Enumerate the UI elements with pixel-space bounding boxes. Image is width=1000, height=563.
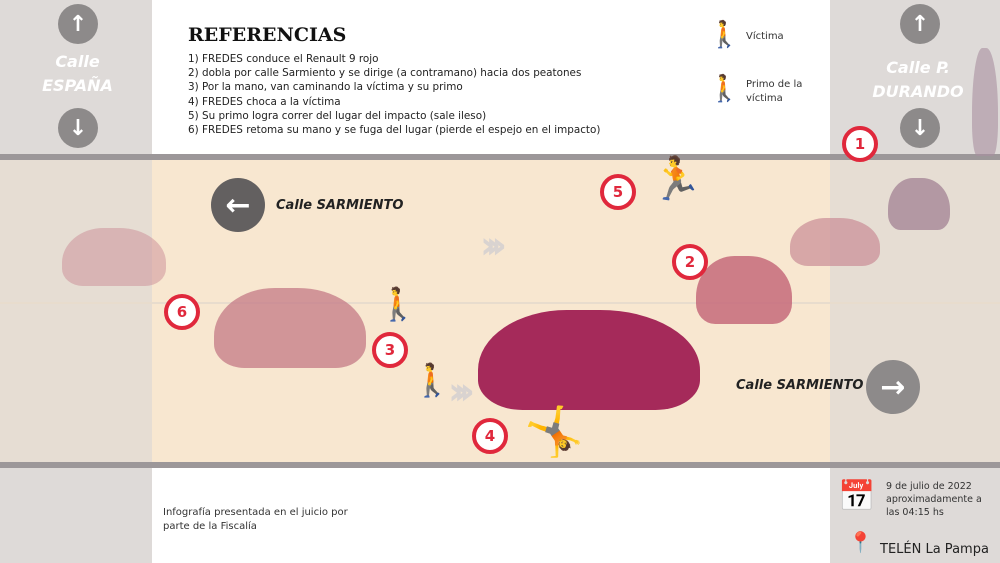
car-approach xyxy=(790,218,880,266)
reference-item: 6) FREDES retoma su mano y se fuga del l… xyxy=(188,124,601,137)
reference-item: 5) Su primo logra correr del lugar del i… xyxy=(188,109,487,122)
arrow-up-icon: ↑ xyxy=(58,4,98,44)
calendar-clock-icon: 📅 xyxy=(838,479,876,514)
reference-item: 4) FREDES choca a la víctima xyxy=(188,95,341,108)
arrow-right-icon: → xyxy=(866,360,920,414)
intersection-left xyxy=(0,157,152,465)
pedestrian-cousin-walking-icon: 🚶 xyxy=(378,285,418,323)
arrow-down-icon: ↓ xyxy=(58,108,98,148)
car-impact xyxy=(478,310,700,410)
references-list: 1) FREDES conduce el Renault 9 rojo 2) d… xyxy=(188,52,600,137)
victim-walking-icon: 🚶 xyxy=(708,20,741,50)
marker-2: 2 xyxy=(672,244,708,280)
reference-item: 3) Por la mano, van caminando la víctima… xyxy=(188,81,463,94)
cousin-running-icon: 🏃 xyxy=(650,154,703,203)
cousin-walking-icon: 🚶 xyxy=(708,74,741,104)
street-label-sarmiento-right: Calle SARMIENTO xyxy=(736,378,864,393)
legend-cousin: Primo de la víctima xyxy=(746,79,803,104)
car-turning xyxy=(696,256,792,324)
arrow-left-icon: ← xyxy=(211,178,265,232)
street-label-sarmiento-left: Calle SARMIENTO xyxy=(276,198,404,213)
marker-3: 3 xyxy=(372,332,408,368)
pedestrian-victim-walking-icon: 🚶 xyxy=(412,361,452,399)
lane-divider xyxy=(0,302,1000,304)
street-label-durando: Calle P. DURANDO xyxy=(872,58,964,101)
marker-4: 4 xyxy=(472,418,508,454)
direction-chevrons-icon: ››› xyxy=(480,223,507,267)
car-fleeing xyxy=(214,288,366,368)
car-origin xyxy=(972,48,998,156)
car-ghost xyxy=(62,228,166,286)
reference-item: 2) dobla por calle Sarmiento y se dirige… xyxy=(188,67,582,80)
victim-falling-icon: 🤸 xyxy=(524,404,584,460)
marker-5: 5 xyxy=(600,174,636,210)
location-pin-icon: 📍 xyxy=(848,530,873,554)
reference-item: 1) FREDES conduce el Renault 9 rojo xyxy=(188,53,379,65)
road-edge-bottom xyxy=(0,462,1000,468)
source-label: TELÉN La Pampa xyxy=(880,542,989,557)
date-text: 9 de julio de 2022 aproximadamente a las… xyxy=(886,481,982,518)
credit-text: Infografía presentada en el juicio por p… xyxy=(163,507,348,532)
arrow-up-icon: ↑ xyxy=(900,4,940,44)
arrow-down-icon: ↓ xyxy=(900,108,940,148)
road-edge-top xyxy=(0,154,1000,160)
marker-1: 1 xyxy=(842,126,878,162)
street-label-espana: Calle ESPAÑA xyxy=(42,52,113,95)
references-title: REFERENCIAS xyxy=(188,24,347,46)
marker-6: 6 xyxy=(164,294,200,330)
legend-victim: Víctima xyxy=(746,31,784,42)
car-start xyxy=(888,178,950,230)
